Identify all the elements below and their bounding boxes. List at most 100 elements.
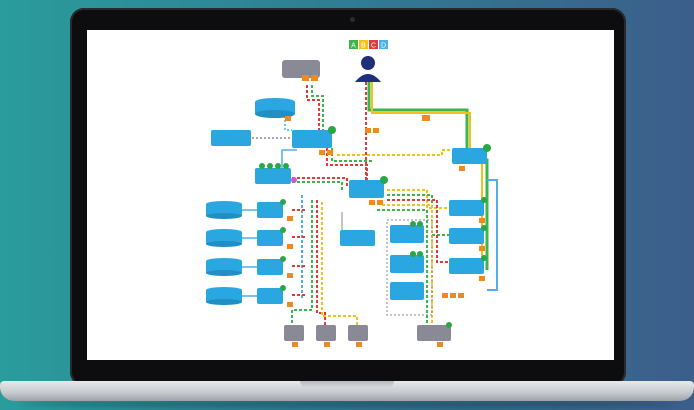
service-node[interactable] <box>257 230 283 246</box>
status-icon <box>481 225 487 231</box>
service-node[interactable] <box>257 259 283 275</box>
status-icon <box>410 221 416 227</box>
service-node[interactable] <box>282 60 320 78</box>
badge-icon <box>311 75 318 81</box>
badge-icon <box>287 302 293 307</box>
service-node[interactable] <box>390 255 424 273</box>
status-icon <box>280 199 286 205</box>
connection-line <box>337 149 452 156</box>
legend-item <box>359 40 368 49</box>
status-icon <box>280 285 286 291</box>
badge-icon <box>319 150 325 155</box>
badge-icon <box>479 276 485 281</box>
badge-icon <box>369 200 375 205</box>
badge-icon <box>442 293 448 298</box>
user-icon <box>355 56 381 82</box>
service-node[interactable] <box>340 230 375 246</box>
legend-item <box>379 40 388 49</box>
badge-icon <box>287 244 293 249</box>
service-node[interactable] <box>255 168 291 184</box>
status-icon <box>481 255 487 261</box>
service-node[interactable] <box>417 325 451 341</box>
service-node[interactable] <box>449 228 484 244</box>
status-icon <box>291 177 297 183</box>
status-icon <box>446 322 452 328</box>
service-node[interactable] <box>349 180 384 198</box>
database-icon <box>206 287 242 305</box>
connection-line <box>281 149 297 170</box>
status-icon <box>280 256 286 262</box>
status-icon <box>417 251 423 257</box>
connection-line <box>331 148 372 162</box>
status-icon <box>417 221 423 227</box>
status-icon <box>410 251 416 257</box>
badge-icon <box>365 128 371 133</box>
laptop-hinge <box>300 381 394 388</box>
laptop-shadow <box>20 400 674 408</box>
legend-label: D <box>381 43 386 50</box>
badge-icon <box>327 150 333 155</box>
connection-line <box>306 85 320 130</box>
connection-line <box>291 200 313 325</box>
legend-label: C <box>371 43 376 50</box>
service-node[interactable] <box>257 202 283 218</box>
status-icon <box>275 163 281 169</box>
badge-icon <box>287 273 293 278</box>
legend-label: B <box>361 43 366 50</box>
architecture-diagram: A B C D <box>206 40 498 347</box>
connection-line <box>387 189 449 209</box>
service-node[interactable] <box>316 325 336 341</box>
badge-icon <box>479 246 485 251</box>
legend-item <box>349 40 358 49</box>
status-icon <box>481 197 487 203</box>
service-node[interactable] <box>292 130 332 148</box>
service-node[interactable] <box>284 325 304 341</box>
badge-icon <box>377 200 383 205</box>
status-icon <box>283 163 289 169</box>
connection-line <box>292 181 343 190</box>
status-icon <box>328 126 336 134</box>
service-node[interactable] <box>452 148 487 164</box>
badge-icon <box>324 342 330 347</box>
database-icon <box>206 229 242 247</box>
status-icon <box>259 163 265 169</box>
connection-line <box>387 199 449 263</box>
badge-icon <box>292 342 298 347</box>
status-icon <box>483 144 491 152</box>
badge-icon <box>450 293 456 298</box>
database-icon <box>206 201 242 219</box>
connection-line <box>326 148 368 180</box>
service-node[interactable] <box>449 258 484 274</box>
badge-icon <box>458 293 464 298</box>
status-icon <box>380 176 388 184</box>
badge-icon <box>437 342 443 347</box>
connection-line <box>311 85 324 130</box>
badge-icon <box>459 166 465 171</box>
service-node[interactable] <box>257 288 283 304</box>
camera-icon <box>350 17 355 22</box>
group-outline <box>386 219 433 316</box>
status-icon <box>280 227 286 233</box>
connection-line <box>487 179 498 291</box>
service-node[interactable] <box>390 225 424 243</box>
badge-icon <box>287 216 293 221</box>
badge-icon <box>479 218 485 223</box>
connection-line <box>371 82 471 148</box>
status-icon <box>267 163 273 169</box>
database-icon <box>206 258 242 276</box>
legend: A B C D <box>349 40 388 50</box>
service-node[interactable] <box>348 325 368 341</box>
connection-line <box>292 177 348 188</box>
connection-line <box>382 204 433 330</box>
connection-line <box>321 202 358 325</box>
badge-icon <box>356 342 362 347</box>
laptop-screen: A B C D <box>87 30 614 360</box>
service-node[interactable] <box>390 282 424 300</box>
service-node[interactable] <box>449 200 484 216</box>
badge-icon <box>285 116 291 121</box>
legend-item <box>369 40 378 49</box>
legend-label: A <box>351 43 356 50</box>
connection-line <box>377 209 428 330</box>
service-node[interactable] <box>211 130 251 146</box>
badge-icon <box>302 75 309 81</box>
